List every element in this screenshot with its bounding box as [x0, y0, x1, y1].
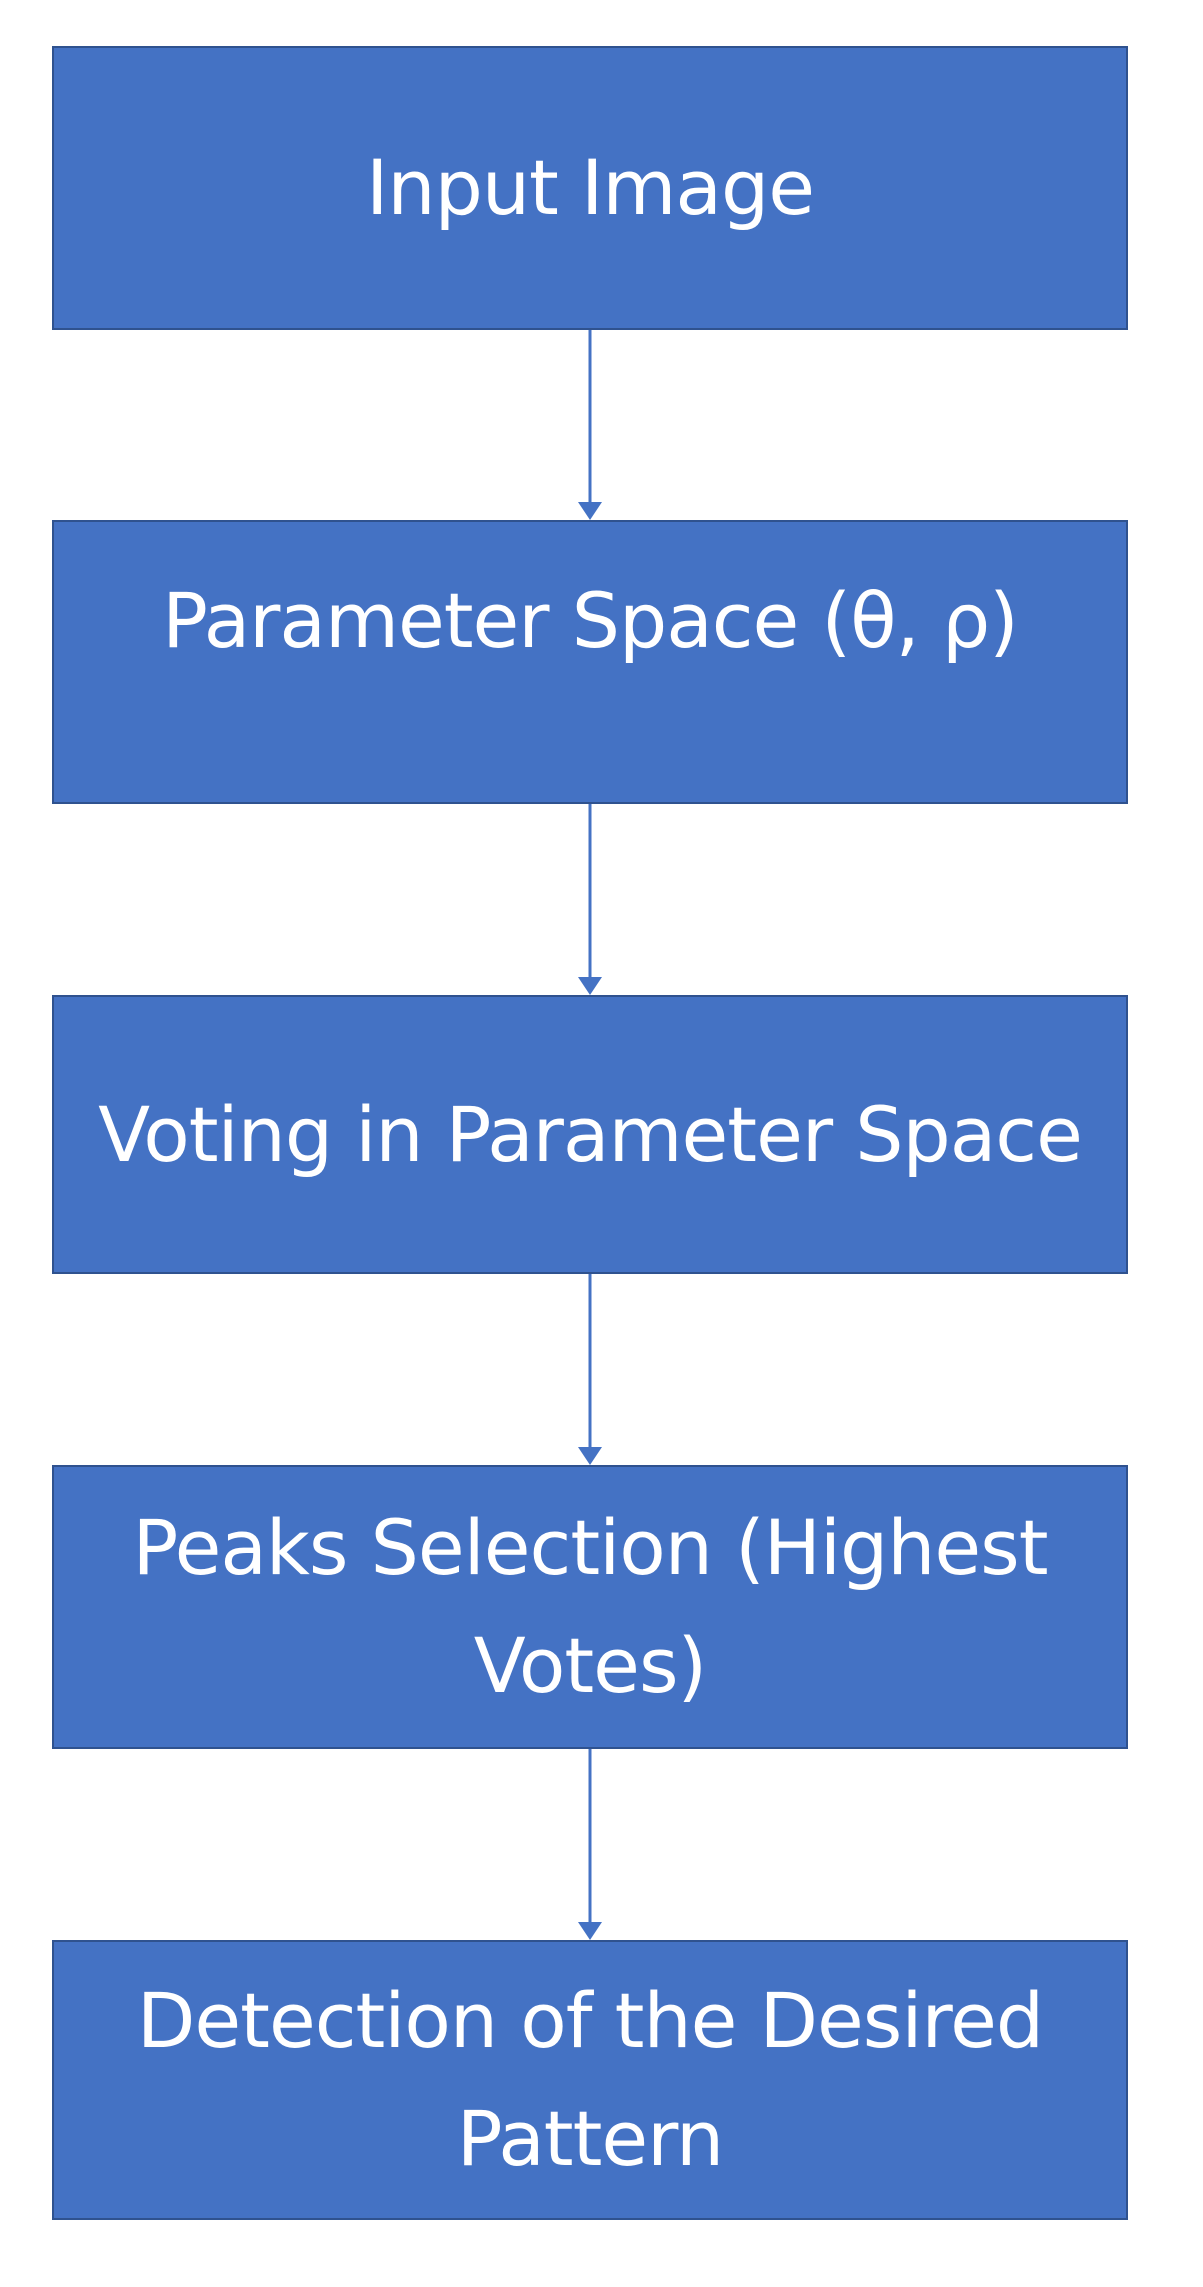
arrow-4: [578, 1749, 602, 1940]
step-voting: Voting in Parameter Space: [52, 995, 1128, 1274]
arrow-2: [578, 804, 602, 995]
step-label: Input Image: [366, 143, 815, 232]
step-label: Parameter Space (θ, ρ): [162, 576, 1019, 665]
step-peaks-selection: Peaks Selection (Highest Votes): [52, 1465, 1128, 1749]
step-parameter-space: Parameter Space (θ, ρ): [52, 520, 1128, 804]
step-label: Detection of the Desired Pattern: [136, 1976, 1044, 2183]
arrow-1: [578, 330, 602, 520]
step-input-image: Input Image: [52, 46, 1128, 330]
step-detection: Detection of the Desired Pattern: [52, 1940, 1128, 2220]
arrow-3: [578, 1274, 602, 1465]
step-label: Peaks Selection (Highest Votes): [132, 1503, 1048, 1710]
step-label: Voting in Parameter Space: [98, 1089, 1083, 1179]
